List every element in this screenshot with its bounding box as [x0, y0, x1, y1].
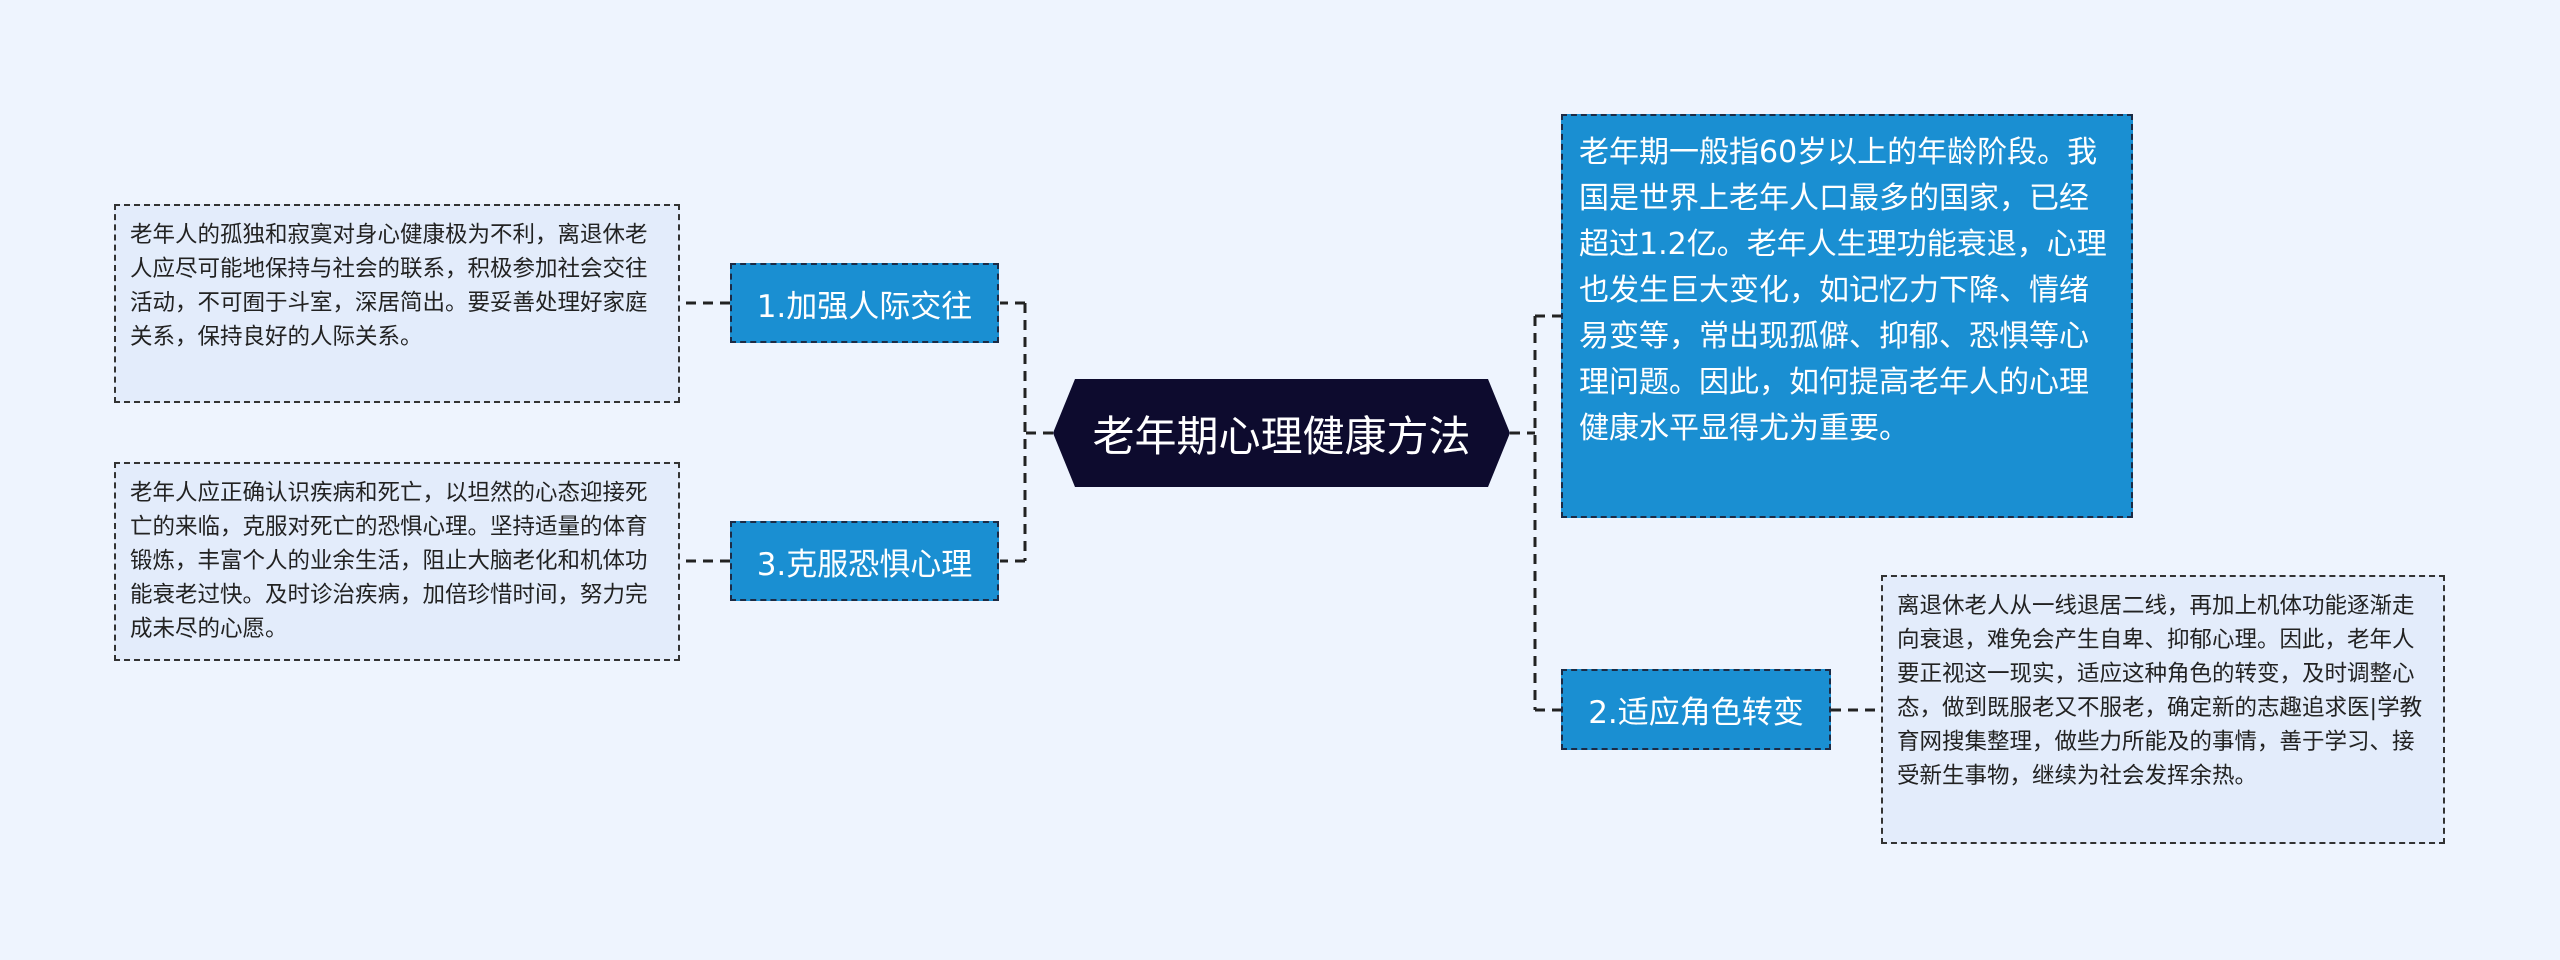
branch-detail-3[interactable]: 老年人应正确认识疾病和死亡，以坦然的心态迎接死亡的来临，克服对死亡的恐惧心理。坚…	[114, 462, 680, 661]
detail-text: 老年人的孤独和寂寞对身心健康极为不利，离退休老人应尽可能地保持与社会的联系，积极…	[130, 222, 648, 350]
left-connector	[1000, 301, 1053, 563]
central-topic-title: 老年期心理健康方法	[1092, 411, 1471, 461]
detail-text: 离退休老人从一线退居二线，再加上机体功能逐渐走向衰退，难免会产生自卑、抑郁心理。…	[1897, 593, 2423, 789]
intro-node[interactable]: 老年期一般指60岁以上的年龄阶段。我国是世界上老年人口最多的国家，已经超过1.2…	[1561, 114, 2133, 518]
right-connector	[1510, 314, 1561, 712]
branch-node-1[interactable]: 1.加强人际交往	[730, 263, 999, 343]
intro-text: 老年期一般指60岁以上的年龄阶段。我国是世界上老年人口最多的国家，已经超过1.2…	[1579, 135, 2107, 446]
detail-text: 老年人应正确认识疾病和死亡，以坦然的心态迎接死亡的来临，克服对死亡的恐惧心理。坚…	[130, 480, 648, 642]
branch-detail-1[interactable]: 老年人的孤独和寂寞对身心健康极为不利，离退休老人应尽可能地保持与社会的联系，积极…	[114, 204, 680, 403]
branch-node-3[interactable]: 3.克服恐惧心理	[730, 521, 999, 601]
branch-node-2[interactable]: 2.适应角色转变	[1561, 669, 1831, 750]
branch-label: 3.克服恐惧心理	[756, 546, 973, 583]
branch-label: 2.适应角色转变	[1588, 695, 1804, 731]
branch-label: 1.加强人际交往	[756, 288, 973, 325]
central-topic[interactable]: 老年期心理健康方法	[1053, 379, 1510, 487]
left-detail-connector	[680, 301, 730, 563]
branch-detail-2[interactable]: 离退休老人从一线退居二线，再加上机体功能逐渐走向衰退，难免会产生自卑、抑郁心理。…	[1881, 575, 2445, 844]
